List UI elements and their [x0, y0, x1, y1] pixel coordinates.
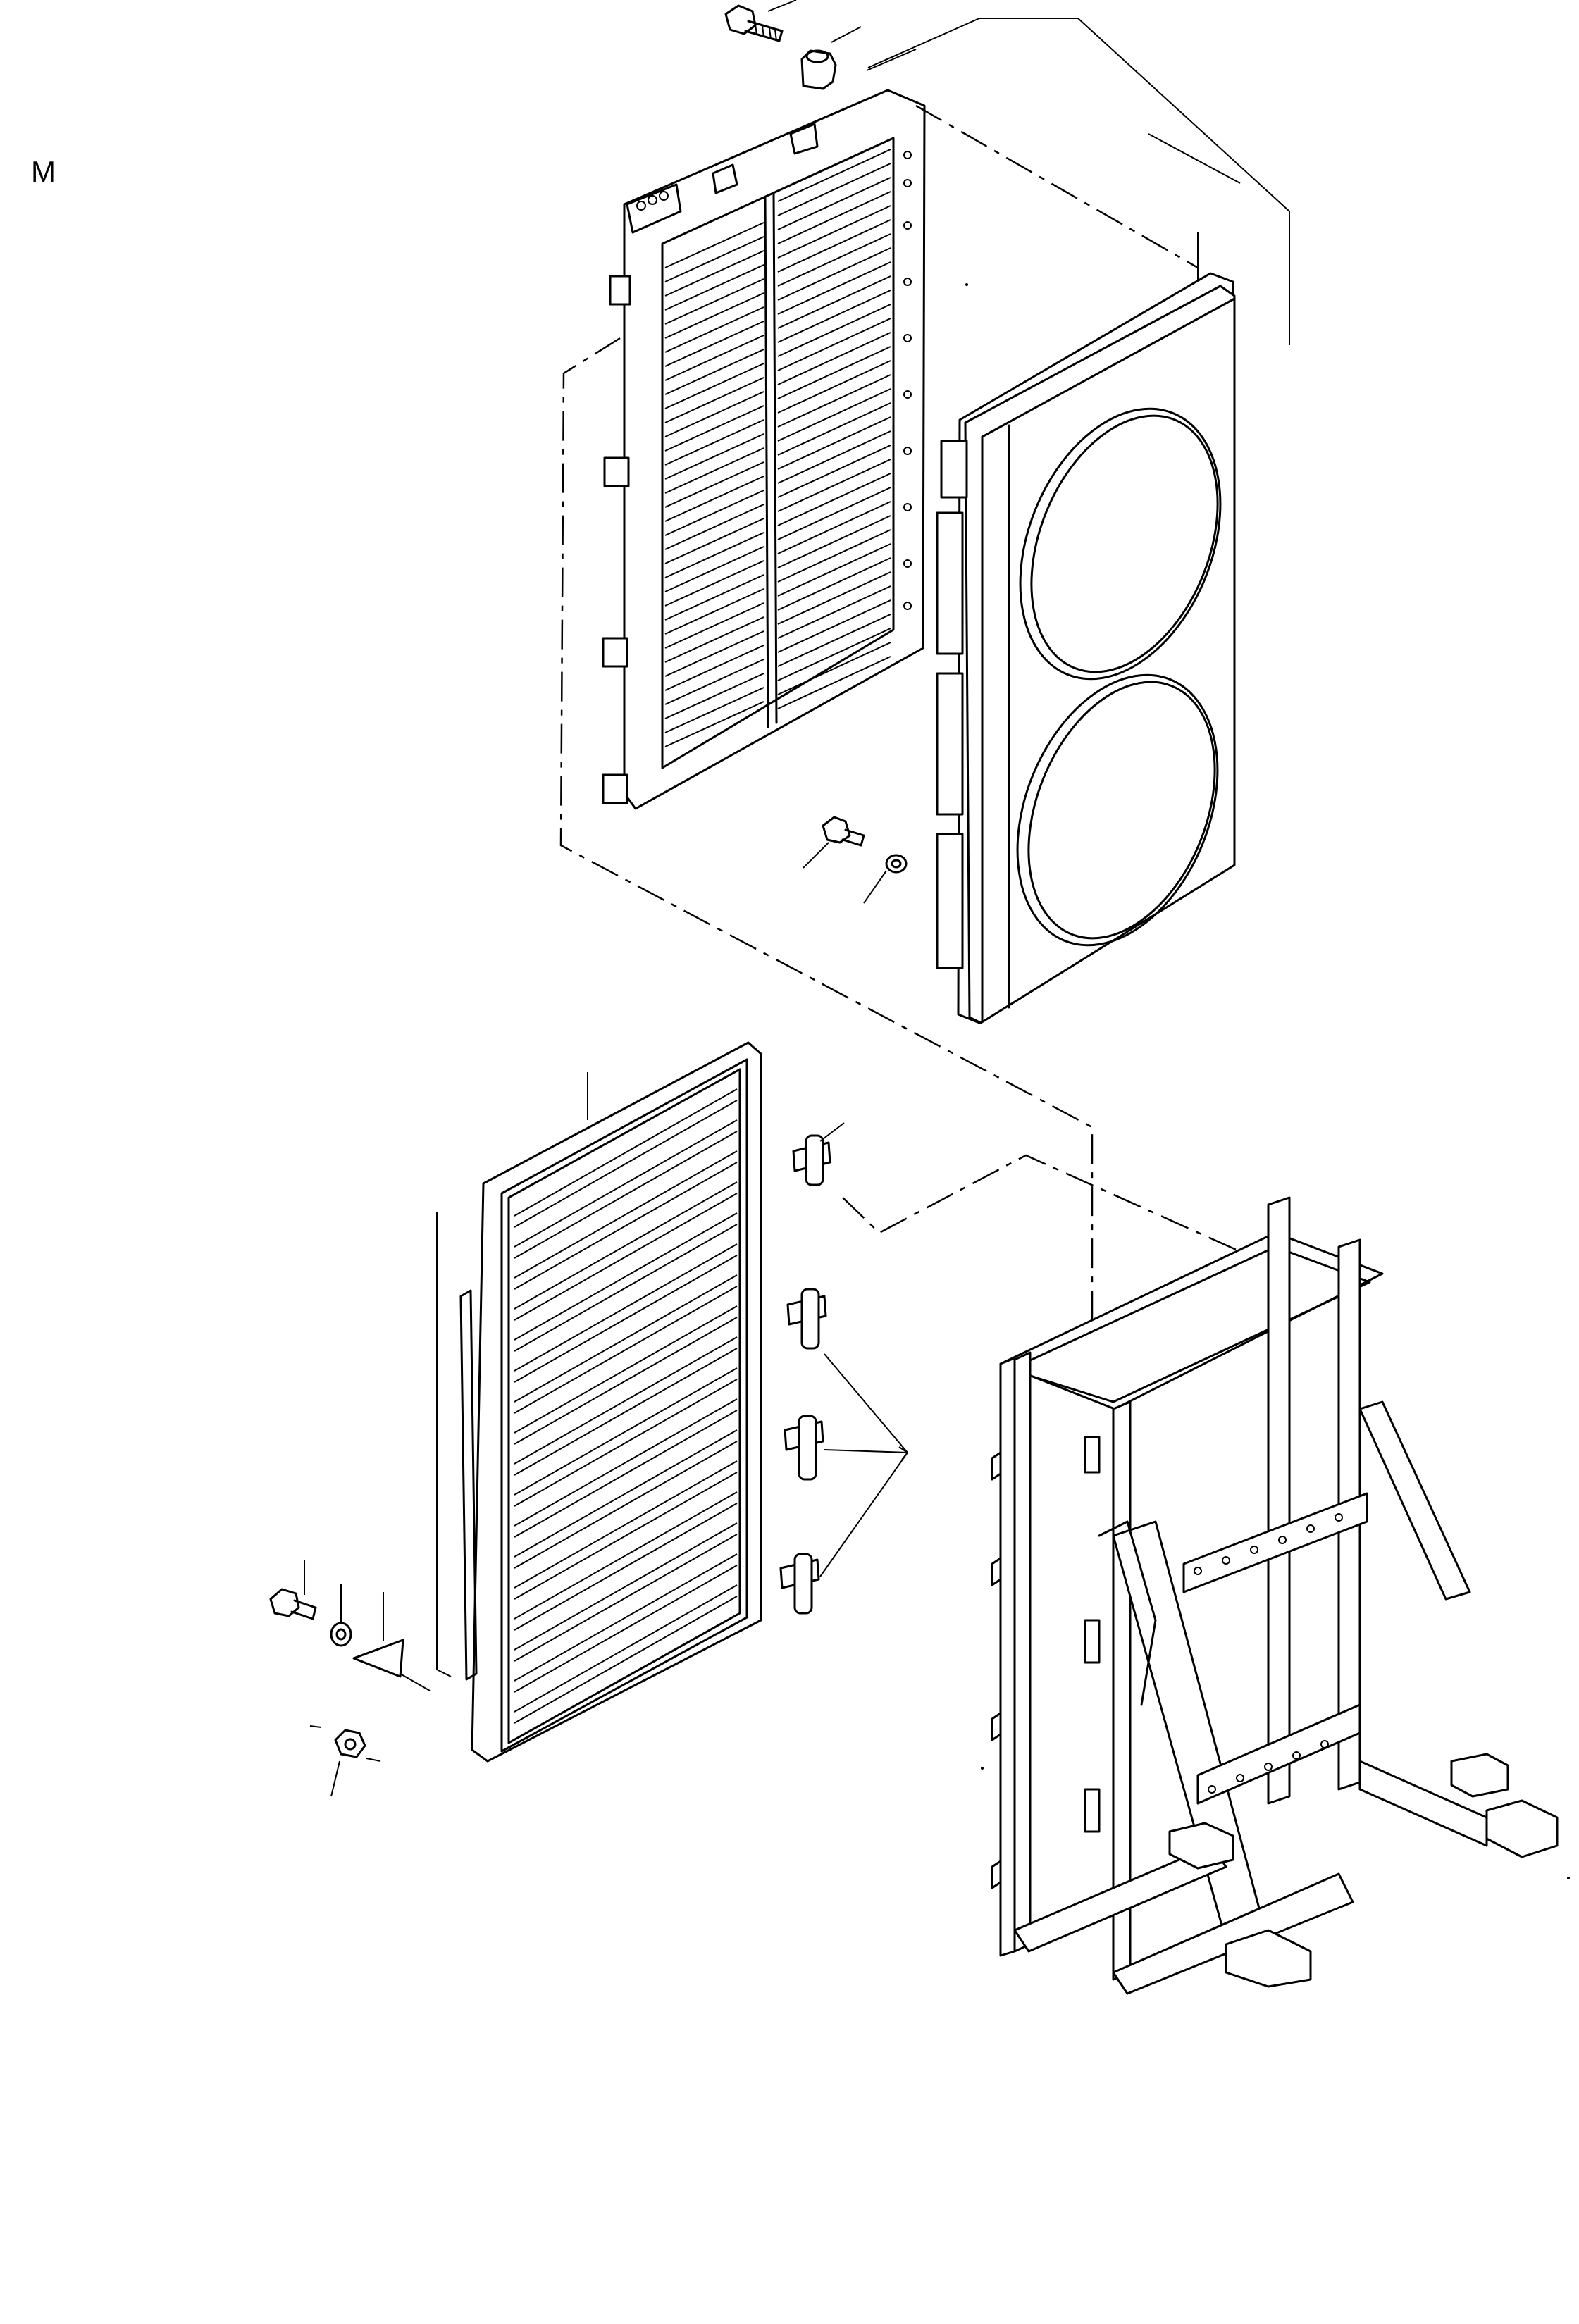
mid-washer-icon [885, 854, 908, 874]
stray-dot-2 [981, 1767, 984, 1770]
leader-lines-mid [803, 842, 887, 904]
hinge-icon [792, 1134, 831, 1186]
nut-icon [334, 1729, 366, 1758]
latch-plate-icon [352, 1639, 404, 1678]
grille-icon [459, 1041, 762, 1763]
stray-dot [965, 283, 968, 286]
radiator-core-icon [602, 89, 926, 810]
support-frame-icon [991, 1196, 1559, 1995]
fan-shroud-icon [936, 272, 1236, 1024]
leader-lines-hinges [819, 1122, 908, 1577]
stray-dot-3 [1567, 1877, 1570, 1879]
leader-lines-top [767, 0, 1290, 345]
top-spacer-icon [800, 49, 837, 90]
flange-holes [903, 151, 912, 610]
leader-lines-left [304, 1560, 431, 1797]
left-bolt-icon [269, 1588, 317, 1620]
leader-lines-grille [436, 1072, 588, 1677]
page-marker: M [31, 155, 56, 188]
hinge-icon-3 [784, 1415, 824, 1481]
assembly-lines [559, 104, 1262, 1399]
hinge-icon-4 [779, 1553, 820, 1615]
hinge-icon-2 [786, 1288, 827, 1350]
left-washer-icon [330, 1622, 352, 1647]
top-bolt-icon [724, 4, 784, 42]
mid-bolt-icon [822, 816, 865, 847]
frame-holes [1194, 1513, 1343, 1794]
